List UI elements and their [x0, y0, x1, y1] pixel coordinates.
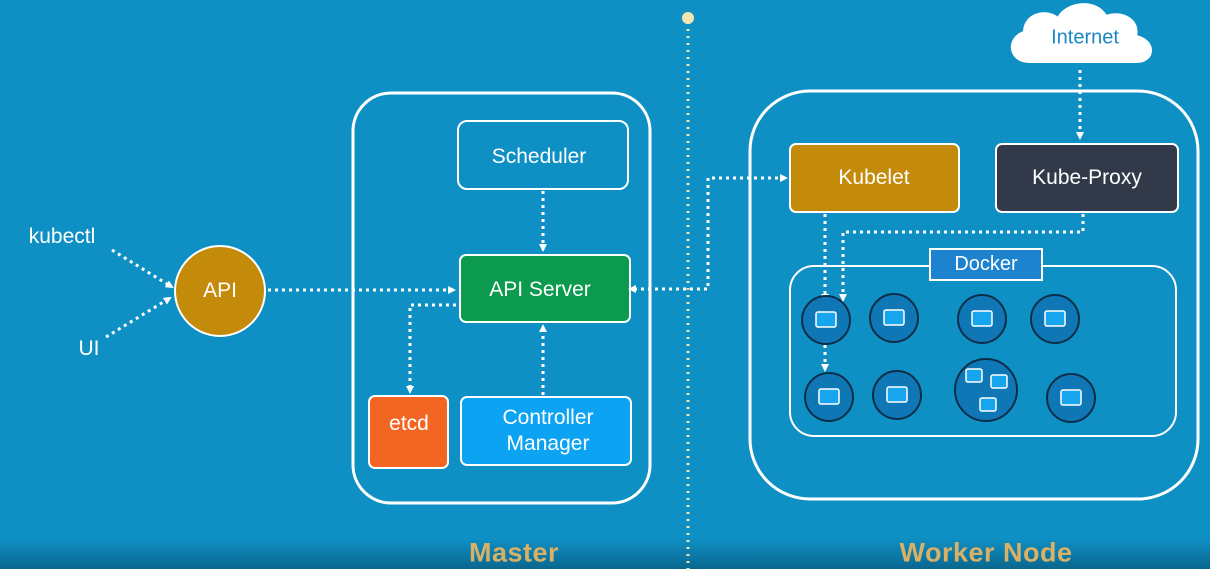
divider-top-dot — [682, 12, 694, 24]
pod — [1046, 373, 1096, 423]
kubectl-to-api-arrow — [111, 248, 174, 289]
worker-node-title: Worker Node — [899, 537, 1073, 568]
pod — [869, 293, 919, 343]
worker-node-container — [748, 89, 1200, 501]
kube-proxy-box — [995, 143, 1179, 213]
bottom-shadow-band — [0, 538, 1210, 569]
controller-manager-box — [460, 396, 632, 466]
ui-to-api-arrow — [105, 296, 172, 339]
pod — [1030, 294, 1080, 344]
internet-label: Internet — [1051, 26, 1119, 49]
pod — [957, 294, 1007, 344]
pod — [801, 295, 851, 345]
internet-cloud — [1010, 3, 1152, 63]
api-server-label: API Server — [489, 277, 591, 301]
kube-proxy-label: Kube-Proxy — [1032, 165, 1142, 189]
docker-label: Docker — [929, 248, 1043, 281]
etcd-box — [368, 395, 449, 469]
controller-manager-label: Controller Manager — [502, 405, 593, 458]
kubectl-label: kubectl — [28, 224, 96, 248]
scheduler-box — [457, 120, 629, 190]
ui-label: UI — [78, 336, 100, 360]
controller-manager-line-2: Manager — [506, 432, 590, 455]
pod — [804, 372, 854, 422]
master-title: Master — [468, 537, 560, 568]
etcd-label: etcd — [389, 411, 429, 435]
kubelet-box — [789, 143, 960, 213]
master-container — [351, 91, 652, 505]
apiserver-kubelet-arrow — [628, 174, 788, 293]
pod-multi-container — [954, 358, 1018, 422]
controller-manager-line-1: Controller — [502, 405, 594, 429]
apiserver-to-etcd-arrow — [406, 303, 456, 394]
scheduler-label: Scheduler — [491, 144, 587, 168]
api-label: API — [203, 278, 237, 302]
pod — [872, 370, 922, 420]
kubelet-label: Kubelet — [838, 165, 910, 189]
kubeproxy-to-pods-arrow — [839, 214, 1085, 302]
api-node — [174, 245, 266, 337]
